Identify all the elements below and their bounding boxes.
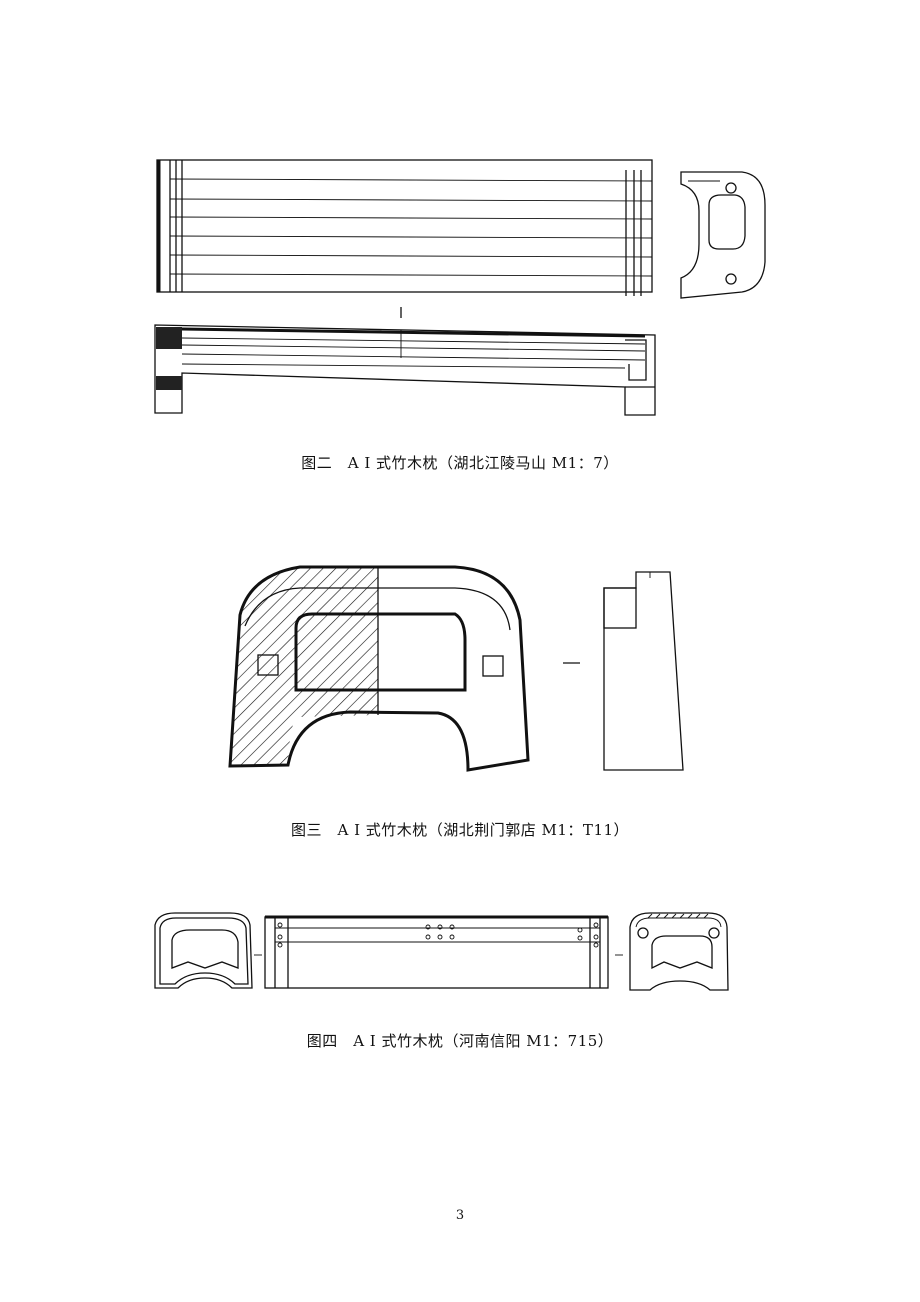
pillow-side-view (154, 324, 656, 416)
pillow-end-view (680, 171, 766, 299)
figure-4-drawing (154, 912, 729, 991)
figure-3-drawing (228, 565, 684, 772)
page-number: 3 (455, 1208, 465, 1223)
figure-4-caption: 图四 A I 式竹木枕（河南信阳 M1：715） (306, 1032, 614, 1050)
pillow-front-view (264, 915, 609, 989)
pillow-right-end-view (629, 912, 729, 991)
figure-3-caption: 图三 A I 式竹木枕（湖北荆门郭店 M1：T11） (290, 821, 630, 839)
figure-2-caption: 图二 A I 式竹木枕（湖北江陵马山 M1：7） (301, 454, 619, 472)
pillow-top-view (156, 159, 653, 296)
pillow-side-section (603, 571, 684, 771)
pillow-section-view (228, 565, 530, 772)
pillow-left-end-view (154, 912, 253, 989)
figure-2-drawing (154, 159, 766, 416)
